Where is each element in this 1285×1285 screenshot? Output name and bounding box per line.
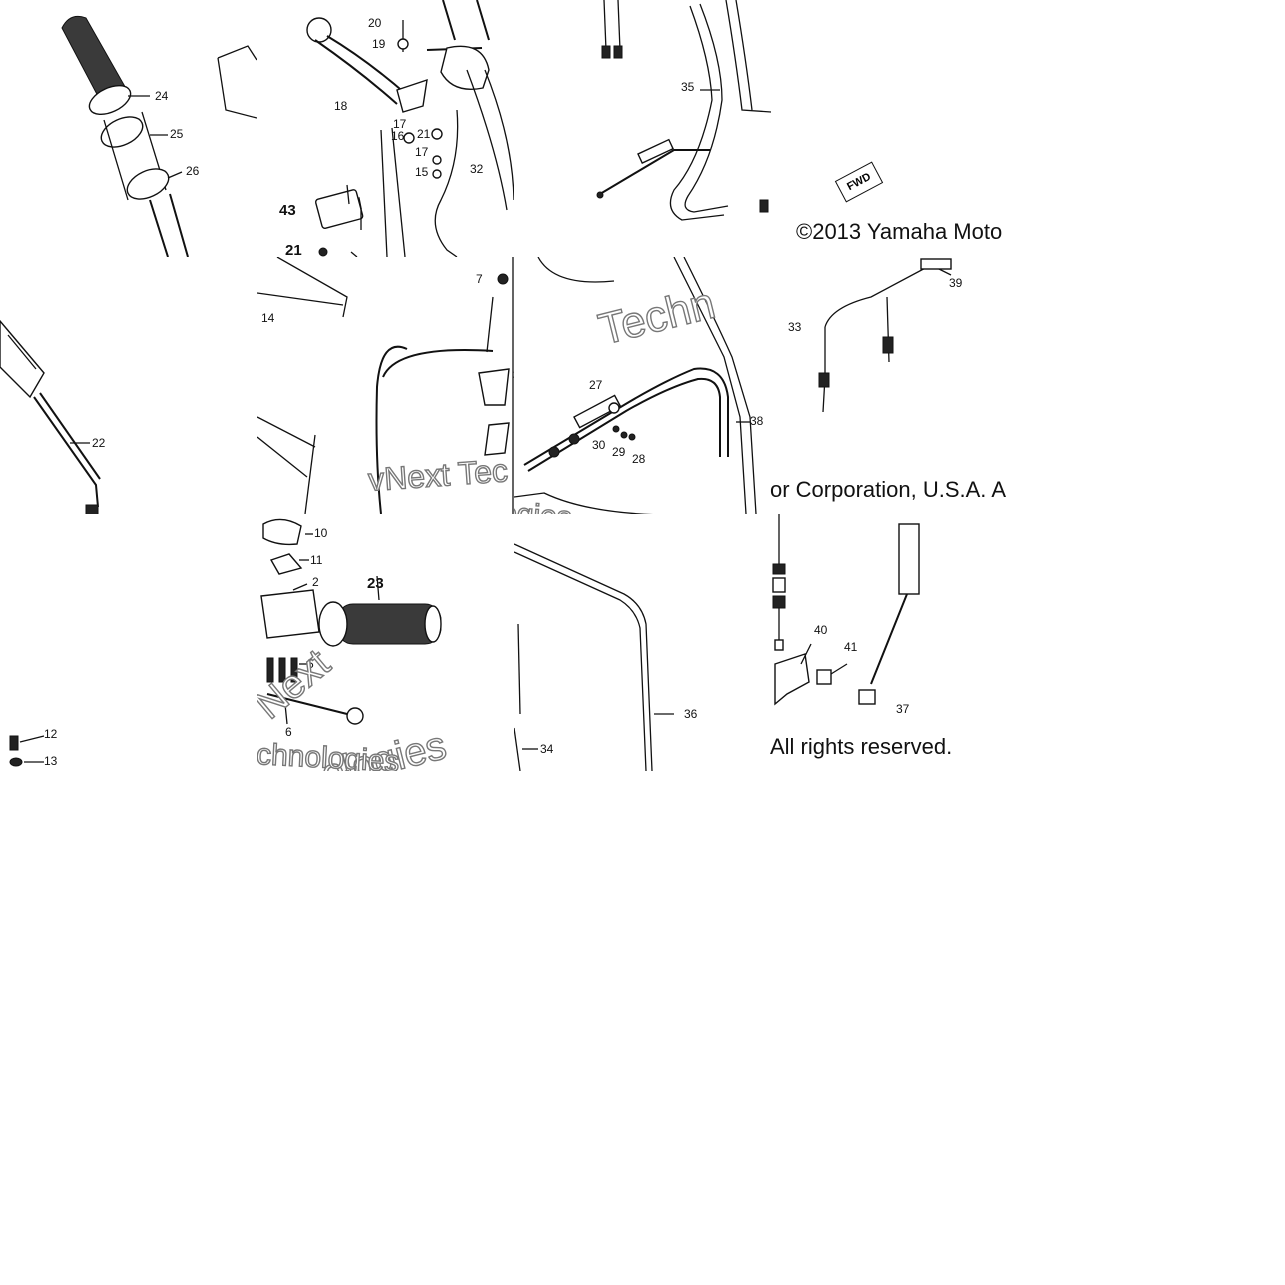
diagram-tile-left-grip: 10 11 2 23 5 6 Next ologies chnologies bbox=[257, 514, 514, 771]
diagram-tile-clutch-lever: 20 19 18 17 16 21 17 15 32 43 21 bbox=[257, 0, 514, 257]
callout-19: 19 bbox=[372, 37, 386, 51]
callout-25: 25 bbox=[170, 127, 184, 141]
callout-11: 11 bbox=[310, 553, 323, 567]
callout-39: 39 bbox=[949, 276, 963, 290]
diagram-tile-throttle: 27 30 29 28 38 Techn ologies bbox=[514, 257, 771, 514]
diagram-tile-mirror: 22 bbox=[0, 257, 257, 514]
callout-20: 20 bbox=[368, 16, 382, 30]
callout-36: 36 bbox=[684, 707, 698, 721]
callout-18: 18 bbox=[334, 99, 348, 113]
diagram-tile-grip: 24 25 26 bbox=[0, 0, 257, 257]
callout-6: 6 bbox=[285, 725, 292, 739]
callout-31: 31 bbox=[513, 369, 514, 381]
callout-33: 33 bbox=[788, 320, 802, 334]
copyright-line-2: or Corporation, U.S.A. A bbox=[770, 477, 1006, 502]
callout-40: 40 bbox=[814, 623, 828, 637]
callout-26: 26 bbox=[186, 164, 200, 178]
callout-17-lower: 17 bbox=[415, 145, 429, 159]
diagram-tile-long-cables: 36 34 bbox=[514, 514, 771, 771]
callout-2: 2 bbox=[312, 575, 319, 589]
callout-13: 13 bbox=[44, 754, 58, 768]
callout-22: 22 bbox=[92, 436, 106, 450]
callout-23: 23 bbox=[367, 575, 384, 592]
callout-38: 38 bbox=[750, 414, 764, 428]
diagram-tile-cables-top: 35 bbox=[514, 0, 771, 257]
callout-12: 12 bbox=[44, 727, 58, 741]
callout-21-upper: 21 bbox=[417, 127, 431, 141]
callout-30: 30 bbox=[592, 438, 606, 452]
callout-43: 43 bbox=[279, 202, 296, 219]
callout-35: 35 bbox=[681, 80, 695, 94]
callout-28: 28 bbox=[632, 452, 646, 466]
callout-27: 27 bbox=[589, 378, 603, 392]
copyright-line-3: All rights reserved. bbox=[770, 734, 953, 759]
callout-16: 16 bbox=[391, 129, 405, 143]
diagram-tile-cable-ends: 39 33 bbox=[771, 257, 1028, 514]
callout-7: 7 bbox=[476, 272, 483, 286]
callout-41: 41 bbox=[844, 640, 858, 654]
callout-37: 37 bbox=[896, 702, 910, 716]
diagram-tile-screws: 12 13 bbox=[0, 514, 257, 771]
callout-21-lower: 21 bbox=[285, 242, 302, 257]
callout-14: 14 bbox=[261, 311, 275, 325]
diagram-tile-switch-housing: 14 7 31 vNext Tec bbox=[257, 257, 514, 514]
callout-29: 29 bbox=[612, 445, 626, 459]
copyright-line-1: ©2013 Yamaha Moto bbox=[796, 219, 1003, 244]
callout-32: 32 bbox=[470, 162, 484, 176]
diagram-tile-bracket: 40 41 37 bbox=[771, 514, 1028, 771]
callout-34: 34 bbox=[540, 742, 554, 756]
forward-direction-icon: FWD bbox=[834, 161, 884, 203]
callout-17-upper: 17 bbox=[393, 117, 407, 131]
callout-5: 5 bbox=[307, 657, 314, 671]
callout-24: 24 bbox=[155, 89, 169, 103]
callout-10: 10 bbox=[314, 526, 328, 540]
callout-15: 15 bbox=[415, 165, 429, 179]
